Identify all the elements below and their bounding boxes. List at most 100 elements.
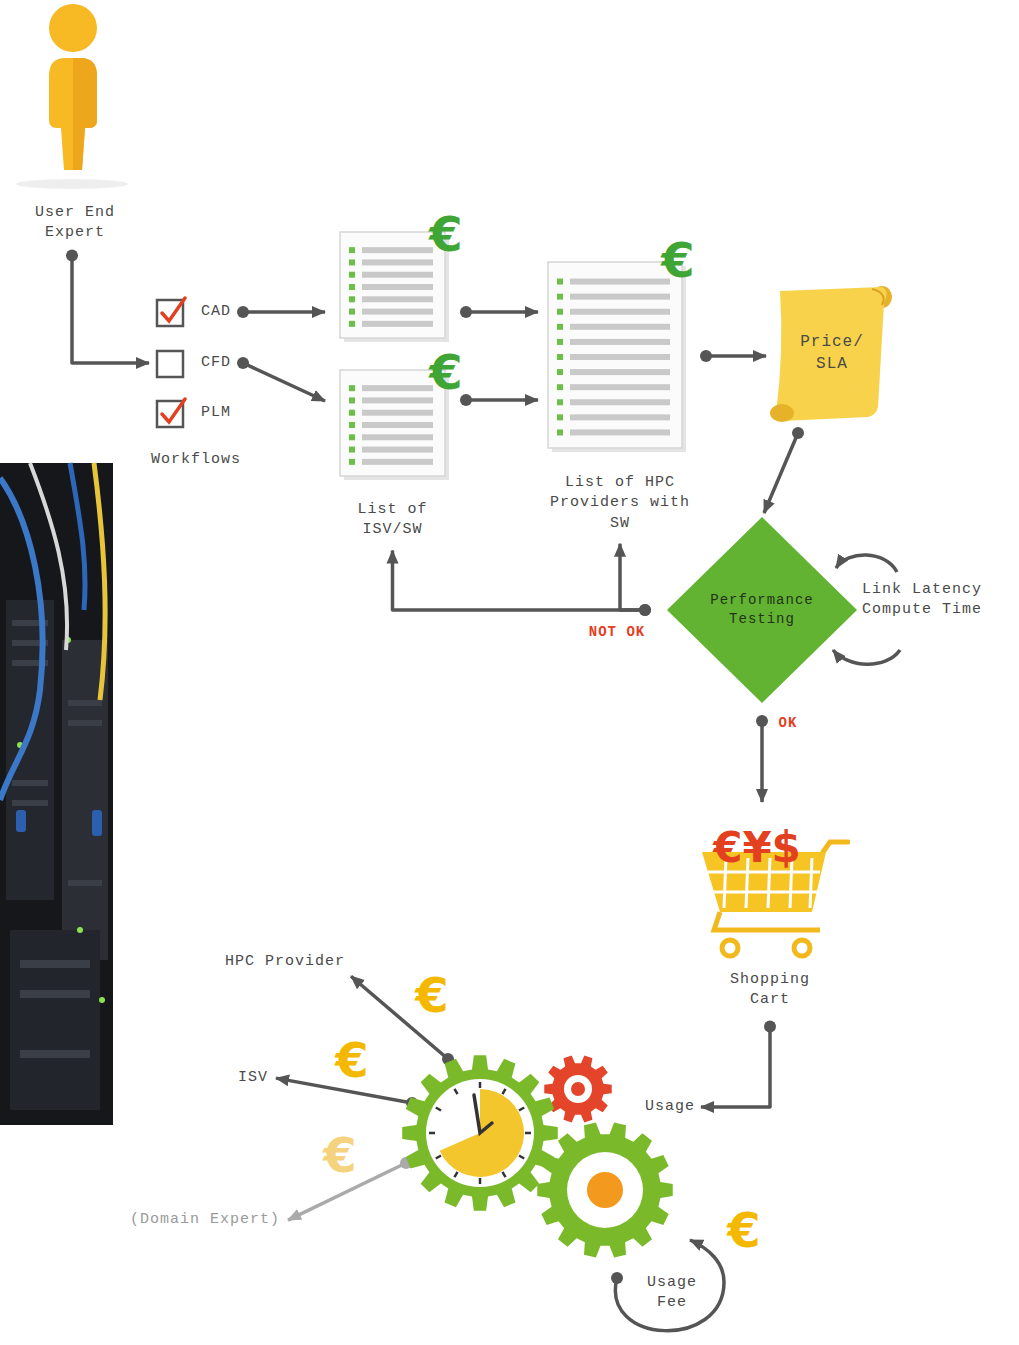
clock-sector bbox=[440, 1089, 524, 1177]
cable bbox=[70, 463, 85, 610]
figure-head bbox=[49, 4, 97, 52]
note-label: Usage Fee bbox=[637, 1273, 707, 1314]
rack-grille bbox=[12, 620, 102, 1058]
doc-line bbox=[362, 296, 433, 302]
doc-line bbox=[570, 429, 670, 435]
check-mark bbox=[162, 298, 185, 321]
node-text: Performance Testing bbox=[700, 591, 824, 629]
actor-figure: User End Expert bbox=[5, 0, 145, 244]
doc-line bbox=[362, 422, 433, 428]
connector-arrow bbox=[466, 398, 538, 402]
node-text: List of HPC Providers with SW bbox=[545, 473, 695, 534]
node-shape bbox=[667, 517, 857, 703]
loop-arrow bbox=[836, 555, 897, 572]
doc-line bbox=[570, 309, 670, 315]
edge-start-dot bbox=[792, 427, 804, 439]
checkbox-item: PLM bbox=[155, 397, 231, 429]
doc-bullet bbox=[557, 429, 563, 435]
edge-start-dot bbox=[460, 306, 472, 318]
gear-core bbox=[587, 1172, 623, 1208]
doc-bullet bbox=[557, 294, 563, 300]
euro-symbol: € bbox=[429, 210, 462, 258]
cable bbox=[94, 463, 105, 700]
loop-arrow bbox=[833, 650, 900, 664]
node-text: User End Expert bbox=[20, 203, 130, 244]
rack-panel bbox=[6, 600, 54, 900]
edge-start-dot bbox=[764, 1021, 776, 1033]
connector-arrow bbox=[243, 310, 325, 314]
doc-bullet bbox=[557, 309, 563, 315]
doc-bullet bbox=[349, 422, 355, 428]
payee-label: (Domain Expert) bbox=[130, 1210, 280, 1230]
doc-line bbox=[570, 339, 670, 345]
doc-line bbox=[362, 284, 433, 290]
doc-line bbox=[570, 279, 670, 285]
euro-symbol: € bbox=[429, 348, 462, 396]
doc-bullet bbox=[349, 309, 355, 315]
payee-label: ISV bbox=[238, 1068, 268, 1088]
doc-sheet bbox=[548, 262, 682, 448]
cart-handle bbox=[823, 842, 848, 852]
node-text: (Domain Expert) bbox=[130, 1210, 280, 1230]
usage-gears: Usage bbox=[400, 1045, 695, 1265]
doc-line bbox=[570, 354, 670, 360]
doc-line bbox=[362, 447, 433, 453]
euro-symbol: € bbox=[727, 1206, 760, 1254]
doc-line bbox=[362, 385, 433, 391]
scroll-box: Price/ SLA bbox=[768, 283, 896, 425]
decision-diamond: Performance Testing bbox=[667, 517, 857, 703]
edge-start-dot bbox=[756, 715, 768, 727]
node-icon bbox=[5, 0, 145, 203]
doc-bullet bbox=[557, 279, 563, 285]
doc-bullet bbox=[349, 321, 355, 327]
gear-core bbox=[571, 1082, 585, 1096]
doc-line bbox=[362, 397, 433, 403]
connector-arrow bbox=[760, 721, 764, 802]
doc-bullet bbox=[349, 434, 355, 440]
decision-diamond-shape bbox=[667, 517, 857, 703]
doc-line bbox=[570, 324, 670, 330]
checkbox-icon bbox=[155, 397, 187, 429]
connector-arrow bbox=[72, 256, 149, 364]
doc-line bbox=[362, 309, 433, 315]
node-text: Price/ SLA bbox=[792, 332, 872, 375]
checkbox bbox=[157, 351, 183, 377]
euro-symbol: € bbox=[415, 971, 448, 1019]
checkbox-item: CAD bbox=[155, 296, 231, 328]
doc-line bbox=[362, 410, 433, 416]
doc-bullet bbox=[557, 384, 563, 390]
node-text: Usage bbox=[645, 1097, 695, 1117]
doc-bullet bbox=[557, 324, 563, 330]
doc-bullet bbox=[349, 459, 355, 465]
node-text: CAD bbox=[201, 302, 231, 322]
connector-arrow bbox=[243, 363, 325, 401]
euro-symbol: € bbox=[335, 1036, 368, 1084]
checkbox-icon bbox=[155, 296, 187, 328]
gear-green bbox=[402, 1055, 558, 1211]
doc-bullet bbox=[557, 339, 563, 345]
doc-bullet bbox=[349, 397, 355, 403]
check-mark bbox=[162, 399, 185, 422]
node-text: CFD bbox=[201, 353, 231, 373]
doc-bullet bbox=[349, 272, 355, 278]
gear-green bbox=[537, 1123, 672, 1258]
node-text: List of ISV/SW bbox=[325, 500, 460, 541]
doc-line bbox=[362, 247, 433, 253]
euro-symbol: € bbox=[661, 236, 694, 284]
port-blue bbox=[16, 810, 102, 836]
status-led bbox=[17, 637, 105, 1003]
checkbox-icon bbox=[155, 347, 187, 379]
edge-start-dot bbox=[639, 604, 651, 616]
checkbox-item: CFD bbox=[155, 347, 231, 379]
connector-arrow bbox=[393, 551, 646, 611]
doc-line bbox=[362, 459, 433, 465]
clock-face bbox=[426, 1079, 534, 1187]
node-text: PLM bbox=[201, 403, 231, 423]
doc-bullet bbox=[557, 354, 563, 360]
doc-bullet bbox=[349, 385, 355, 391]
connector-arrow bbox=[466, 310, 538, 314]
doc-line bbox=[362, 259, 433, 265]
doc-bullet bbox=[557, 399, 563, 405]
edge-start-dot bbox=[237, 306, 249, 318]
cart-frame bbox=[714, 912, 820, 930]
